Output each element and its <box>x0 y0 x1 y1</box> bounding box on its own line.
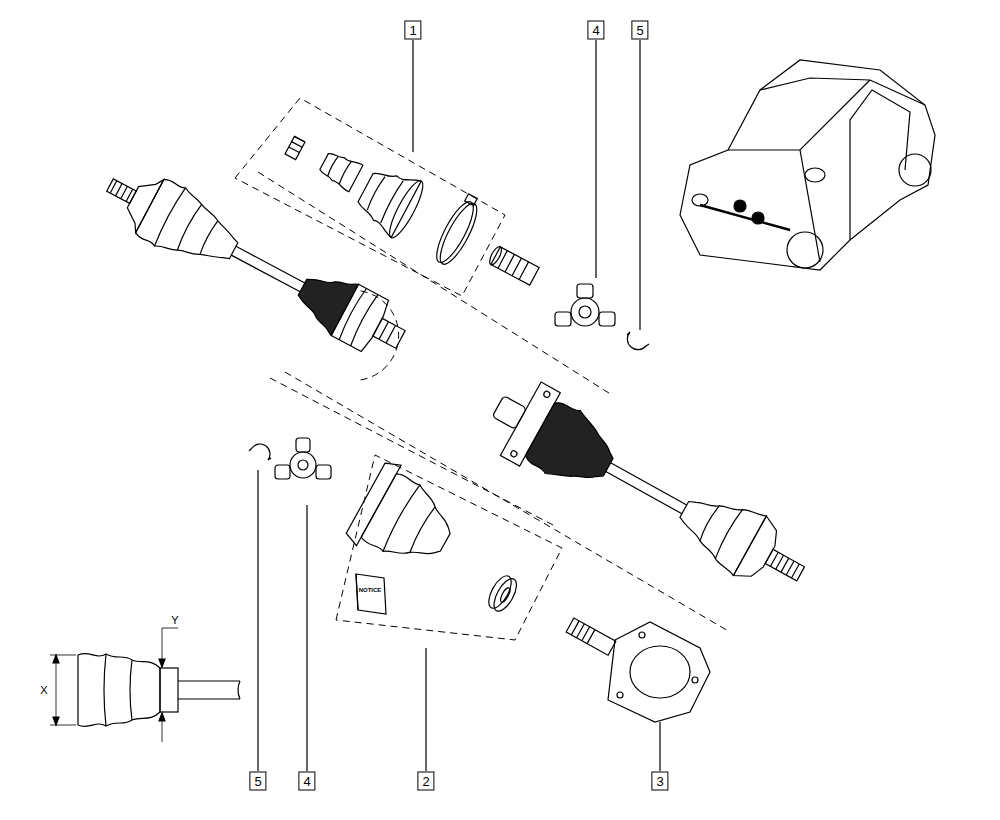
boot-dimension-sketch <box>50 628 240 742</box>
callout-number: 5 <box>631 21 648 40</box>
leader-lines <box>258 40 660 771</box>
callout-number: 4 <box>587 21 604 40</box>
dimension-label: Y <box>170 615 179 626</box>
upper-driveshaft <box>95 156 416 369</box>
callout-number: 1 <box>404 21 421 40</box>
callout-number: 4 <box>298 772 315 791</box>
boot-kit-parts <box>285 136 649 349</box>
callout-number: 2 <box>417 772 434 791</box>
callout-number: 3 <box>651 772 668 791</box>
lower-driveshaft <box>478 369 821 610</box>
callout-number: 5 <box>249 772 266 791</box>
group-outlines <box>235 98 730 640</box>
notice-booklet <box>356 574 386 614</box>
dimension-label: X <box>39 685 48 696</box>
booklet-text: NOTICE <box>359 587 382 593</box>
car-sketch <box>680 60 935 270</box>
inner-joint-parts <box>249 438 710 722</box>
